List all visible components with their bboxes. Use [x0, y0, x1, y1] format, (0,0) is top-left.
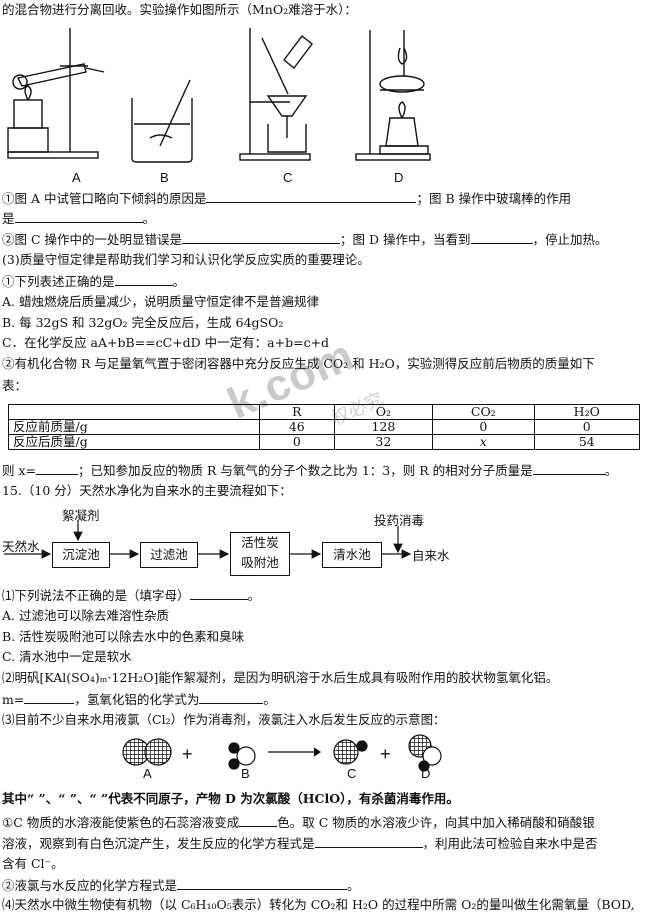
- s3-q2-line: ②有机化合物 R 与足量氧气置于密闭容器中充分反应生成 CO₂ 和 H₂O，实验…: [2, 356, 595, 371]
- flow-disinfect: 投药消毒: [374, 513, 425, 528]
- plus-sign: +: [380, 744, 391, 764]
- q1-line: ①图 A 中试管口略向下倾斜的原因是；图 B 操作中玻璃棒的作用: [2, 189, 572, 206]
- c1-line-3: 含有 Cl⁻。: [2, 856, 64, 871]
- caption-c: C: [283, 170, 293, 185]
- answer-blank[interactable]: [14, 209, 143, 223]
- flow-coagulant: 絮凝剂: [62, 508, 100, 523]
- answer-blank[interactable]: [239, 813, 278, 827]
- flow-box-carbon: 活性炭 吸附池: [230, 532, 290, 576]
- q15-heading: 15.（10 分）天然水净化为自来水的主要流程如下：: [2, 483, 292, 498]
- flow-box-clear: 清水池: [322, 542, 382, 568]
- answer-blank[interactable]: [24, 690, 75, 704]
- caption-a: A: [72, 170, 81, 185]
- table-cell: 0: [258, 434, 335, 450]
- q2-line: ②图 C 操作中的一处明显错误是；图 D 操作中，当看到，停止加热。: [2, 230, 608, 247]
- p2-line-2: m=，氢氧化铝的化学式为。: [2, 690, 276, 707]
- table-cell: 0: [432, 419, 535, 435]
- answer-blank[interactable]: [199, 690, 264, 704]
- apparatus-figure: [7, 28, 431, 163]
- table-header-cell: [8, 404, 260, 420]
- table-header-cell: O₂: [333, 404, 434, 420]
- answer-blank[interactable]: [182, 230, 341, 244]
- table-cell: x: [432, 434, 535, 450]
- q1-line-2: 是。: [2, 209, 156, 226]
- option-c: C．在化学反应 aA+bB==cC+dD 中一定有：a+b=c+d: [2, 335, 330, 350]
- s3-q2-line-2: 表：: [2, 378, 28, 393]
- mass-table: R O₂ CO₂ H₂O 反应前质量/g 46 128 0 0 反应后质量/g …: [8, 404, 641, 450]
- reaction-label-d: D: [421, 766, 431, 781]
- answer-blank[interactable]: [177, 876, 348, 890]
- flow-output: 自来水: [412, 548, 450, 563]
- p2-line: ⑵明矾[KAl(SO₄)ₘ·12H₂O]能作絮凝剂，是因为明矾溶于水后生成具有吸…: [2, 670, 559, 685]
- answer-blank[interactable]: [36, 461, 78, 475]
- caption-d: D: [394, 170, 404, 185]
- answer-blank[interactable]: [532, 461, 605, 475]
- answer-blank[interactable]: [189, 586, 248, 600]
- table-row: 反应前质量/g 46 128 0 0: [8, 419, 641, 435]
- reaction-label-c: C: [347, 766, 357, 781]
- x-line: 则 x=；已知参加反应的物质 R 与氧气的分子个数之比为 1：3，则 R 的相对…: [2, 461, 618, 478]
- flow-box-filter: 过滤池: [140, 542, 198, 568]
- table-cell: 32: [333, 434, 434, 450]
- answer-blank[interactable]: [114, 272, 173, 286]
- p1-option-a: A. 过滤池可以除去难溶性杂质: [2, 608, 169, 623]
- table-header-row: R O₂ CO₂ H₂O: [8, 404, 641, 420]
- table-row: 反应后质量/g 0 32 x 54: [8, 434, 641, 450]
- table-cell: 128: [333, 419, 434, 435]
- table-header-cell: H₂O: [533, 404, 641, 420]
- legend-line: 其中“ ”、“ ”、“ ”代表不同原子，产物 D 为次氯酸（HClO），有杀菌消…: [2, 791, 459, 806]
- c2-line: ②液氯与水反应的化学方程式是。: [2, 876, 360, 893]
- plus-sign: +: [182, 744, 193, 764]
- answer-blank[interactable]: [470, 230, 533, 244]
- table-cell: 反应后质量/g: [8, 434, 260, 450]
- table-cell: 46: [258, 419, 335, 435]
- p1-option-c: C. 清水池中一定是软水: [2, 649, 132, 664]
- reaction-label-b: B: [241, 766, 250, 781]
- flow-box-settling: 沉淀池: [52, 542, 110, 568]
- table-header-cell: R: [258, 404, 335, 420]
- reaction-diagram: [122, 734, 442, 772]
- p4-line: ⑷天然水中微生物使有机物（以 C₆H₁₀O₅表示）转化为 CO₂和 H₂O 的过…: [2, 897, 635, 912]
- flow-arrows: [4, 520, 412, 559]
- flow-input: 天然水: [2, 539, 40, 554]
- answer-blank[interactable]: [314, 834, 423, 848]
- table-header-cell: CO₂: [432, 404, 535, 420]
- flow-box-carbon-line2: 吸附池: [241, 555, 279, 570]
- section-3-heading: (3)质量守恒定律是帮助我们学习和认识化学反应实质的重要理论。: [2, 252, 370, 267]
- table-cell: 反应前质量/g: [8, 419, 260, 435]
- reaction-label-a: A: [143, 766, 152, 781]
- p3-line: ⑶目前不少自来水用液氯（Cl₂）作为消毒剂，液氯注入水后发生反应的示意图：: [2, 712, 446, 727]
- table-cell: 54: [533, 434, 641, 450]
- intro-line: 的混合物进行分离回收。实验操作如图所示（MnO₂难溶于水）：: [2, 2, 357, 17]
- p1-option-b: B. 活性炭吸附池可以除去水中的色素和臭味: [2, 629, 245, 644]
- answer-blank[interactable]: [206, 189, 417, 203]
- option-a: A. 蜡烛燃烧后质量减少，说明质量守恒定律不是普遍规律: [2, 294, 319, 309]
- option-b: B. 每 32gS 和 32gO₂ 完全反应后，生成 64gSO₂: [2, 315, 284, 330]
- c1-line-2: 溶液，观察到有白色沉淀产生，发生反应的化学方程式是，利用此法可检验自来水中是否: [2, 834, 598, 851]
- s3-q1-line: ①下列表述正确的是。: [2, 272, 186, 289]
- caption-b: B: [160, 170, 169, 185]
- table-cell: 0: [533, 419, 641, 435]
- c1-line: ①C 物质的水溶液能使紫色的石蕊溶液变成色。取 C 物质的水溶液少许，向其中加入…: [2, 813, 595, 830]
- flow-box-carbon-line1: 活性炭: [241, 535, 279, 550]
- p1-line: ⑴下列说法不正确的是（填字母）。: [2, 586, 261, 603]
